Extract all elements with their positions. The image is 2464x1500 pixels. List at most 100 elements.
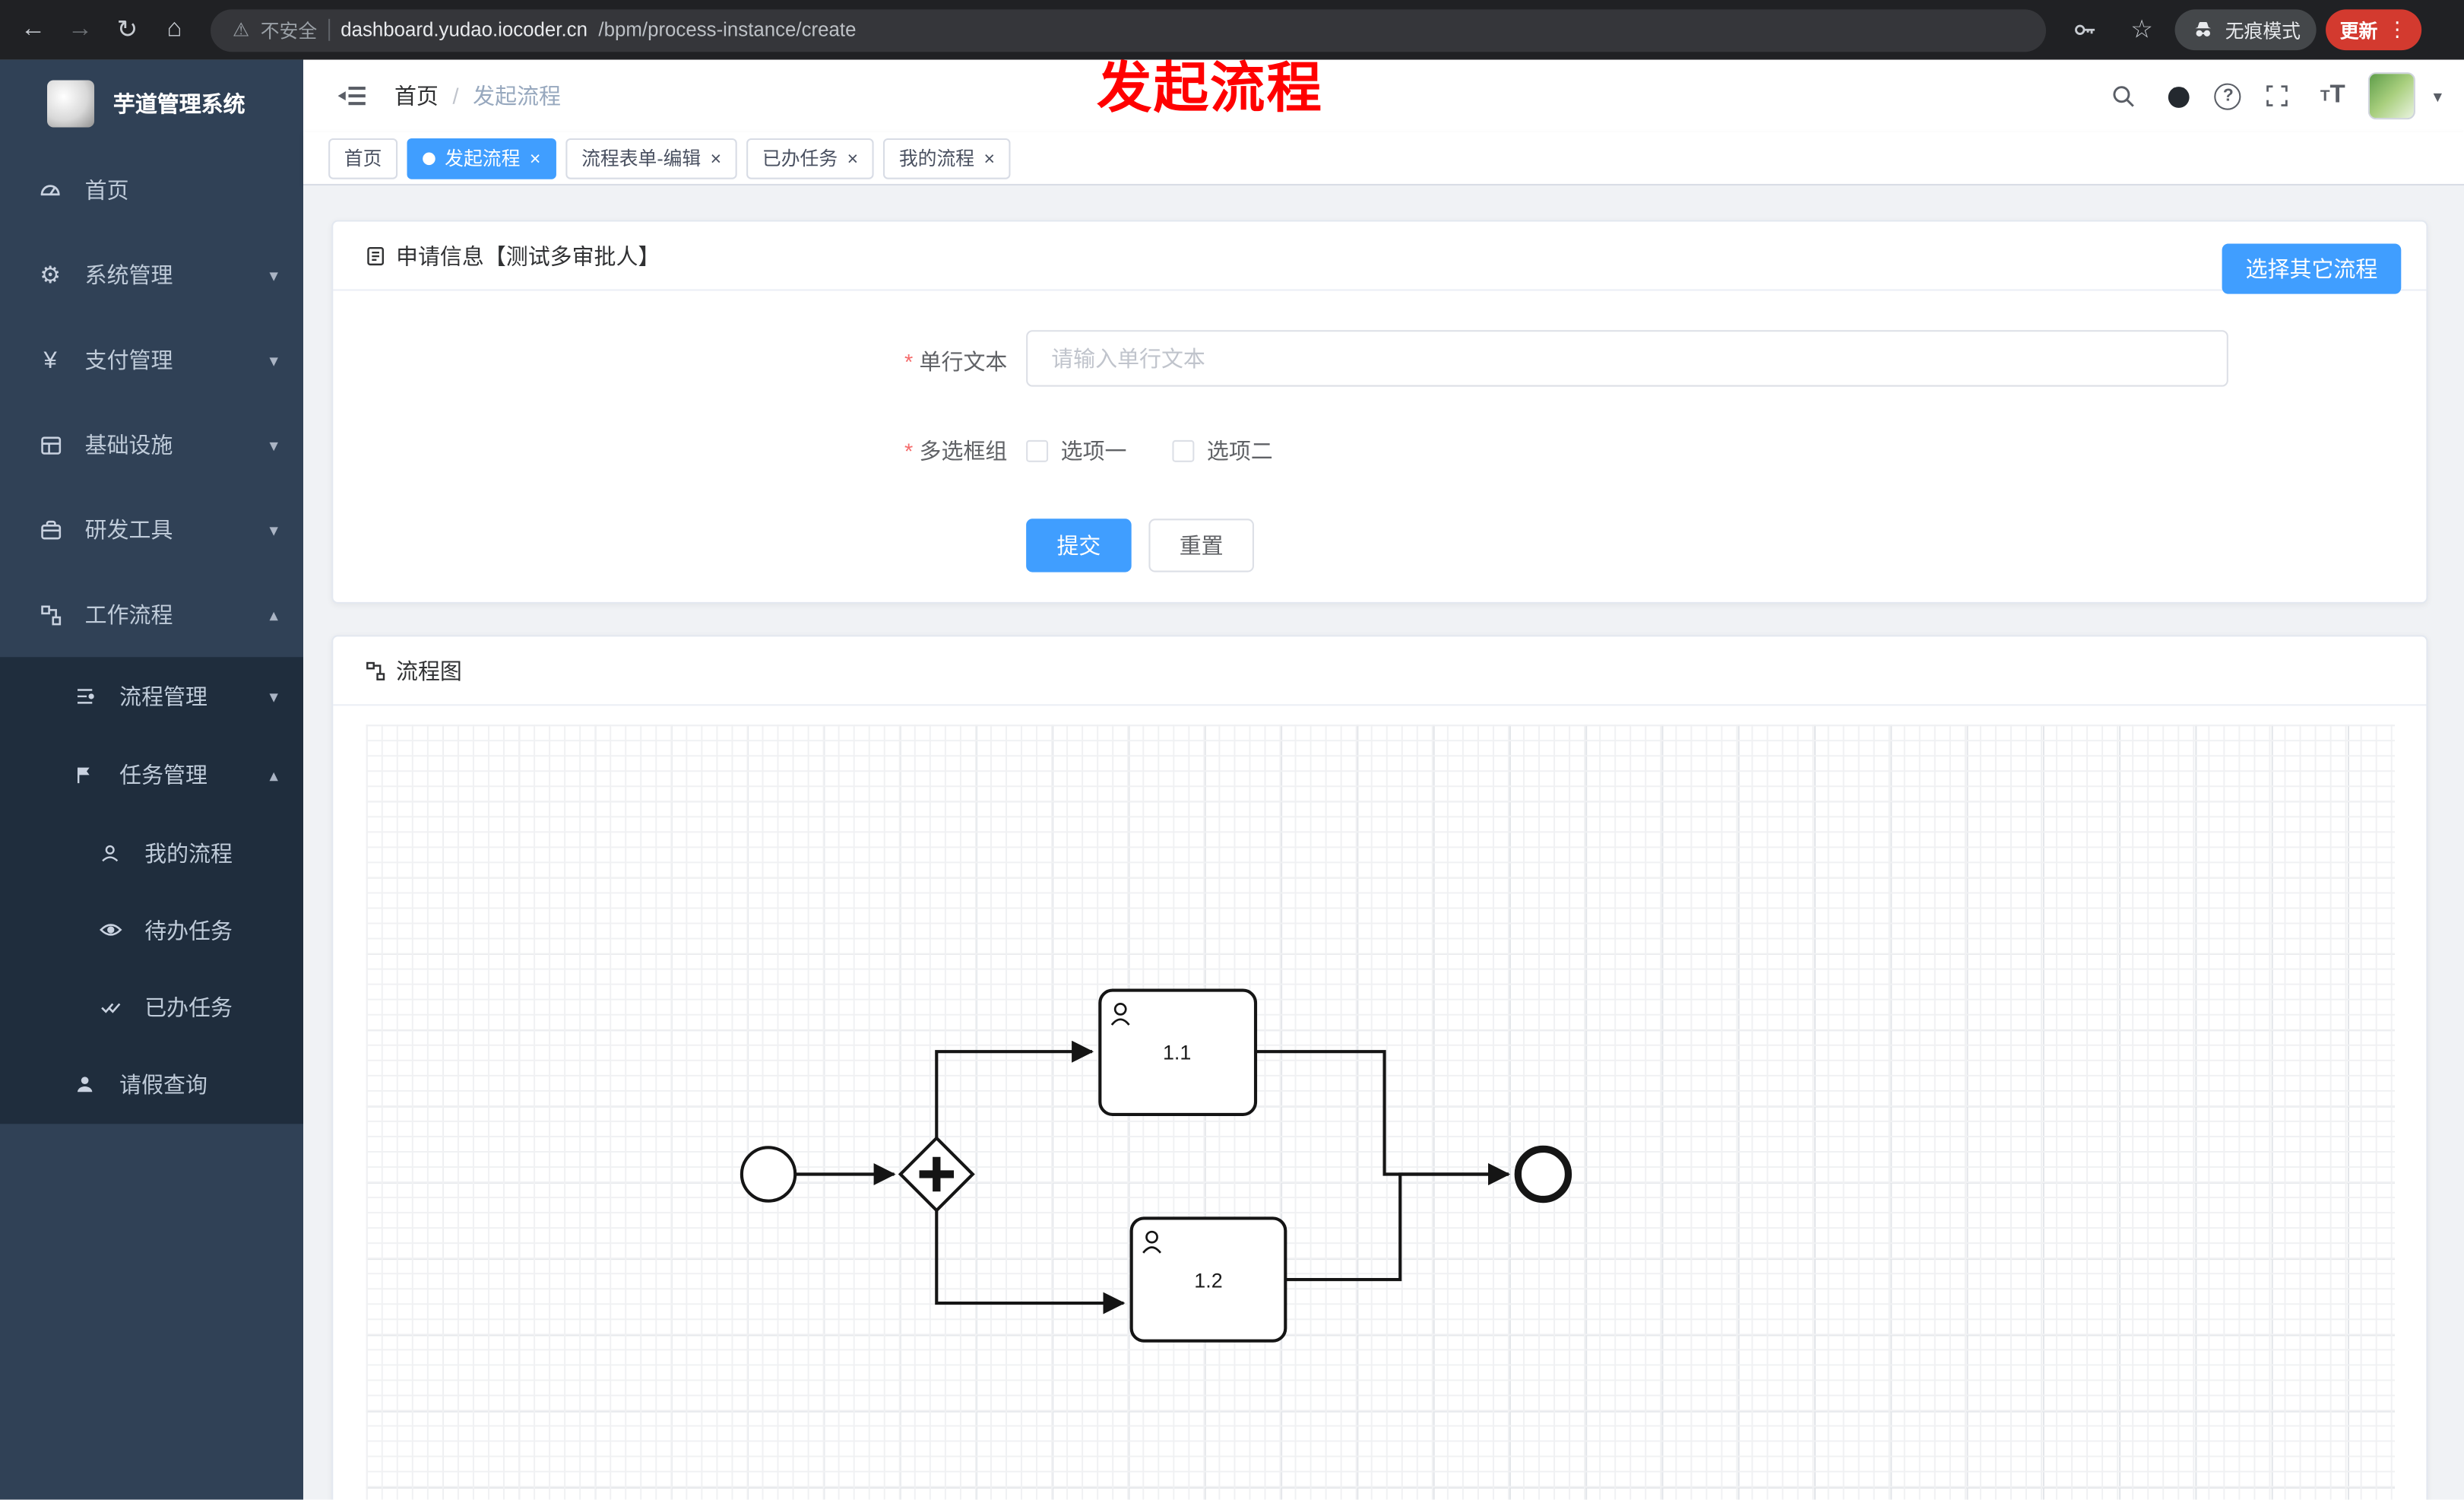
key-icon[interactable] (2062, 6, 2109, 53)
incognito-label: 无痕模式 (2225, 19, 2301, 42)
url-path: /bpm/process-instance/create (598, 18, 857, 41)
choose-other-process-button[interactable]: 选择其它流程 (2222, 243, 2402, 294)
bpmn-task-1-2[interactable] (1129, 1216, 1287, 1343)
checkbox-option-2[interactable]: 选项二 (1172, 436, 1273, 467)
github-icon[interactable] (2160, 77, 2198, 115)
flag-icon (69, 764, 100, 786)
tab-form-edit[interactable]: 流程表单-编辑 × (565, 137, 737, 179)
tab-create-process[interactable]: 发起流程 × (407, 137, 557, 179)
tab-my-process[interactable]: 我的流程 × (883, 137, 1011, 179)
breadcrumb-home[interactable]: 首页 (394, 83, 439, 109)
workflow-submenu: 流程管理 ▾ 任务管理 ▴ 我的流程 (0, 657, 304, 1124)
browser-actions: ☆ 无痕模式 更新 ⋮ (2062, 6, 2422, 53)
sidebar-item-home[interactable]: 首页 (0, 147, 303, 233)
browser-toolbar: ← → ↻ ⌂ ⚠ 不安全 dashboard.yudao.iocoder.cn… (0, 0, 2464, 60)
sidebar-item-infrastructure[interactable]: 基础设施 ▾ (0, 402, 303, 487)
avatar[interactable] (2368, 72, 2416, 120)
bpmn-diagram: 1.1 1.2 (740, 988, 1572, 1343)
browser-home-icon[interactable]: ⌂ (166, 15, 182, 43)
app-logo-image (47, 80, 95, 128)
app-title: 芋道管理系统 (112, 90, 245, 117)
browser-back-icon[interactable]: ← (20, 15, 46, 43)
bpmn-start-event[interactable] (740, 1146, 797, 1203)
chevron-up-icon: ▴ (269, 766, 278, 785)
submit-button[interactable]: 提交 (1026, 518, 1132, 572)
close-icon[interactable]: × (847, 147, 859, 170)
browser-update-button[interactable]: 更新 ⋮ (2326, 9, 2422, 51)
text-field-label: *单行文本 (904, 349, 1008, 375)
page-content: 申请信息【测试多审批人】 选择其它流程 *单行文本 *多选框组 选项一 选项二 (303, 185, 2464, 1500)
single-line-text-input[interactable] (1026, 330, 2228, 387)
checkbox-option-1[interactable]: 选项一 (1026, 436, 1126, 467)
tab-label: 发起流程 (445, 147, 521, 170)
incognito-icon (2195, 21, 2212, 36)
fullscreen-icon[interactable] (2259, 77, 2297, 115)
sidebar-item-devtools[interactable]: 研发工具 ▾ (0, 487, 303, 572)
bpmn-canvas[interactable]: 1.1 1.2 (366, 725, 2396, 1500)
address-bar[interactable]: ⚠ 不安全 dashboard.yudao.iocoder.cn/bpm/pro… (211, 8, 2047, 52)
sidebar-item-payment[interactable]: ¥ 支付管理 ▾ (0, 318, 303, 403)
avatar-caret-icon[interactable]: ▾ (2433, 87, 2443, 106)
flow-chart-icon (366, 661, 385, 680)
flow-task2-to-end (1285, 1163, 1510, 1282)
sidebar-item-label: 流程管理 (119, 683, 207, 709)
sidebar-item-todo-tasks[interactable]: 待办任务 (0, 891, 303, 968)
sidebar-item-leave-query[interactable]: 请假查询 (0, 1045, 303, 1124)
sidebar-collapse-icon[interactable] (337, 82, 366, 110)
sidebar-item-label: 基础设施 (84, 432, 173, 458)
apply-card-title: 申请信息【测试多审批人】 (396, 243, 660, 268)
app-header: 首页 / 发起流程 ? (303, 59, 2464, 132)
flow-gateway-to-task2 (935, 1210, 1126, 1314)
search-icon[interactable] (2105, 77, 2143, 115)
security-warning-icon: ⚠ (233, 18, 250, 41)
annotation-title: 发起流程 (1097, 58, 1323, 120)
url-domain: dashboard.yudao.iocoder.cn (340, 18, 587, 41)
close-icon[interactable]: × (529, 147, 541, 170)
document-icon (367, 246, 385, 265)
chevron-down-icon: ▾ (269, 521, 278, 541)
chevron-down-icon: ▾ (269, 351, 278, 370)
chevron-down-icon: ▾ (269, 436, 278, 455)
sidebar-item-process-management[interactable]: 流程管理 ▾ (0, 657, 303, 735)
update-label: 更新 (2339, 19, 2378, 42)
security-label[interactable]: 不安全 (260, 19, 318, 42)
bookmark-star-icon[interactable]: ☆ (2130, 17, 2153, 44)
workflow-icon (34, 603, 65, 626)
sidebar-item-my-process[interactable]: 我的流程 (0, 814, 303, 891)
checkbox-icon[interactable] (1172, 439, 1195, 462)
breadcrumb-separator: / (452, 83, 459, 109)
browser-forward-icon[interactable]: → (67, 15, 93, 43)
sidebar-item-task-management[interactable]: 任务管理 ▴ (0, 736, 303, 814)
reset-button[interactable]: 重置 (1148, 518, 1254, 572)
flow-diagram-card: 流程图 (331, 635, 2428, 1500)
browser-menu-icon[interactable]: ⋮ (2386, 17, 2408, 41)
task-1-2-label: 1.2 (1194, 1269, 1222, 1292)
tab-label: 我的流程 (898, 147, 975, 170)
sidebar-item-workflow[interactable]: 工作流程 ▴ (0, 572, 303, 658)
close-icon[interactable]: × (983, 147, 996, 170)
tab-home[interactable]: 首页 (328, 137, 398, 179)
browser-refresh-icon[interactable]: ↻ (116, 17, 138, 44)
infrastructure-icon (34, 433, 65, 457)
sidebar-item-system[interactable]: ⚙ 系统管理 ▾ (0, 233, 303, 318)
required-mark: * (904, 438, 914, 464)
flow-card-title: 流程图 (396, 658, 462, 683)
sidebar: 芋道管理系统 首页 ⚙ 系统管理 ▾ ¥ 支付管理 ▾ (0, 59, 304, 1500)
sidebar-item-label: 首页 (84, 177, 129, 203)
flow-task1-to-end (1256, 1050, 1510, 1185)
user-task-icon (1110, 1003, 1130, 1026)
sidebar-item-label: 研发工具 (84, 517, 173, 543)
tab-done-tasks[interactable]: 已办任务 × (746, 137, 874, 179)
task-1-1-label: 1.1 (1163, 1042, 1191, 1064)
bpmn-end-event[interactable] (1514, 1145, 1572, 1203)
sidebar-item-done-tasks[interactable]: 已办任务 (0, 969, 303, 1045)
checkbox-icon[interactable] (1026, 439, 1049, 462)
app-logo[interactable]: 芋道管理系统 (0, 60, 303, 148)
close-icon[interactable]: × (710, 147, 722, 170)
bpmn-task-1-1[interactable] (1098, 988, 1258, 1116)
help-icon[interactable]: ? (2215, 82, 2242, 109)
toolbox-icon (34, 518, 65, 541)
apply-info-card: 申请信息【测试多审批人】 选择其它流程 *单行文本 *多选框组 选项一 选项二 (331, 220, 2428, 604)
